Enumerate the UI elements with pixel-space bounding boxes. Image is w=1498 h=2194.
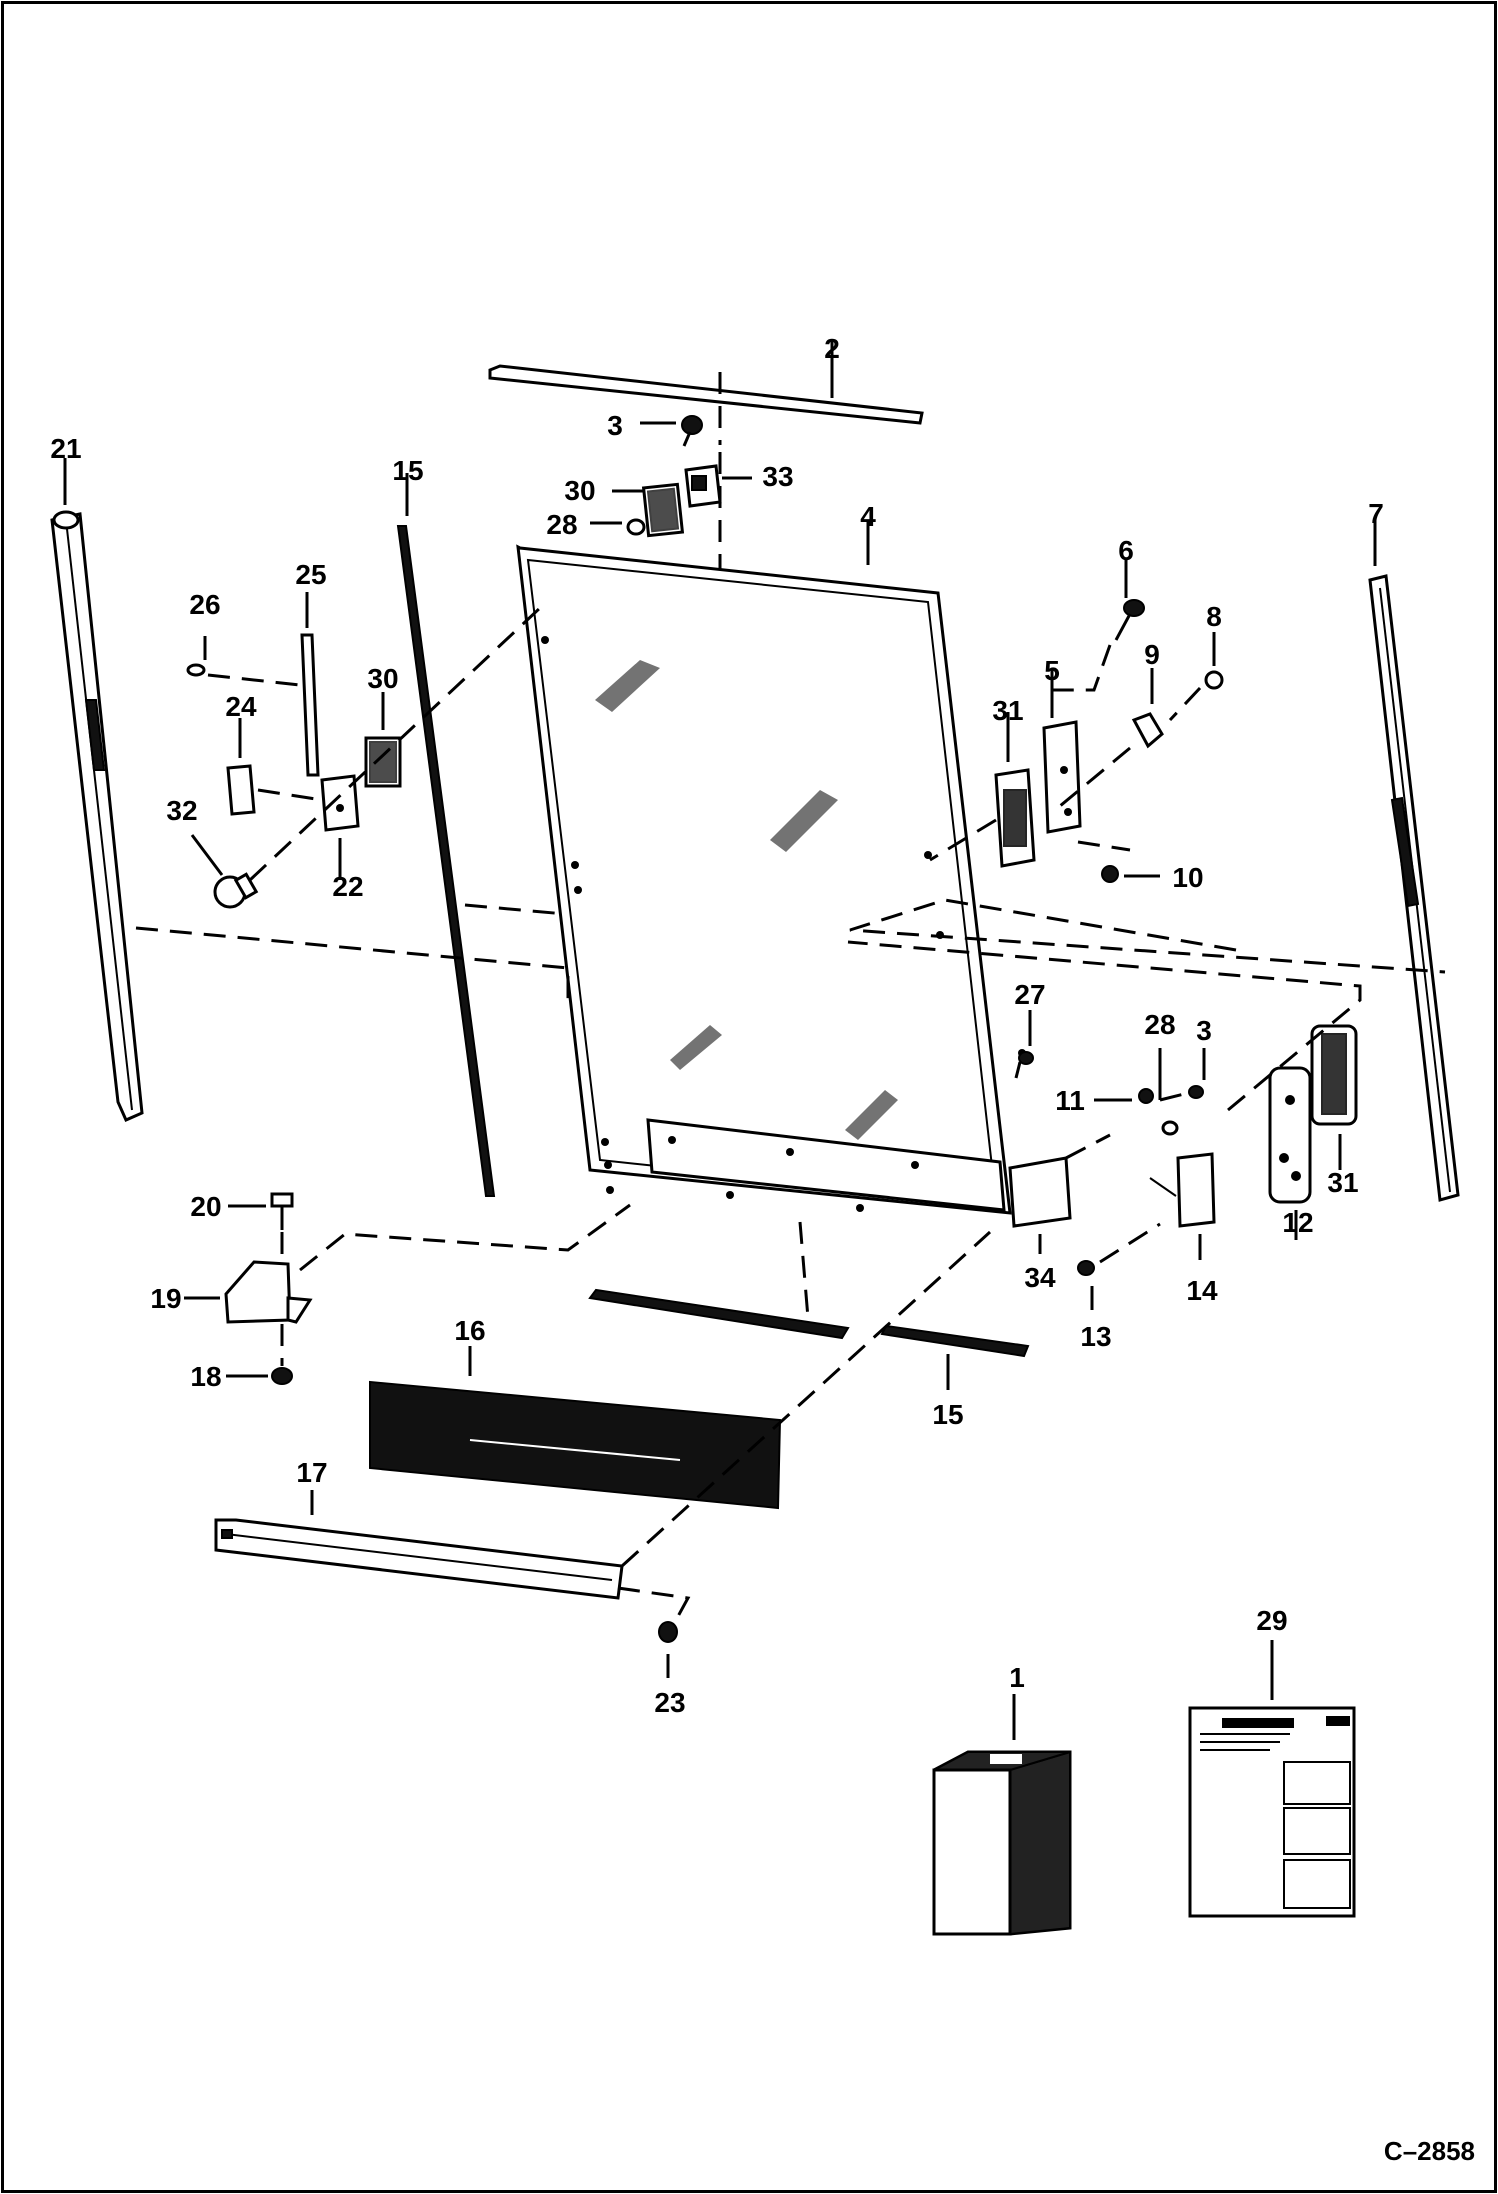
part-lower-bolt (1188, 1048, 1206, 1099)
part-left-seal-strip (396, 473, 496, 1197)
part-upper-right-hinge-leaf (1042, 668, 1082, 834)
callout-19: 19 (150, 1283, 181, 1314)
callout-11: 11 (1055, 1085, 1085, 1116)
callout-25: 25 (295, 559, 326, 590)
part-bottom-panel (369, 1346, 782, 1510)
callout-17: 17 (296, 1457, 327, 1488)
part-lower-right-latch-block (1310, 1024, 1358, 1170)
callout-2: 2 (824, 333, 840, 364)
callout-18: 18 (190, 1361, 221, 1392)
part-lower-right-hinge-plate (1268, 1066, 1312, 1240)
callout-12: 12 (1282, 1207, 1313, 1238)
callout-15-left: 15 (392, 455, 423, 486)
part-left-hinge-leaf (320, 774, 360, 880)
part-top-washer (590, 518, 646, 536)
part-lower-spacer (1008, 1156, 1072, 1254)
callout-31-lower: 31 (1327, 1167, 1358, 1198)
part-left-hinge-pin (300, 592, 320, 777)
part-bottom-bolt (228, 1192, 294, 1230)
callout-16: 16 (454, 1315, 485, 1346)
callout-22: 22 (332, 871, 363, 902)
part-bottom-seal-strip-right (880, 1324, 1030, 1390)
callout-33: 33 (762, 461, 793, 492)
part-right-frame-rail (1368, 520, 1460, 1202)
part-lower-bracket-screw (1077, 1260, 1095, 1310)
part-lower-washer-a (1094, 1088, 1201, 1104)
dash-bottom-rail (617, 1230, 992, 1621)
callout-30-top: 30 (564, 475, 595, 506)
part-left-frame-rail (50, 458, 144, 1122)
part-upper-right-bolt (1050, 560, 1145, 718)
part-bottom-nut (226, 1367, 293, 1385)
callout-3-lower: 3 (1196, 1015, 1212, 1046)
callout-1: 1 (1009, 1662, 1025, 1693)
part-door-lower-bar (646, 1118, 1006, 1212)
callout-21: 21 (50, 433, 81, 464)
callout-13: 13 (1080, 1321, 1111, 1352)
part-bottom-bracket (184, 1260, 313, 1324)
callout-24: 24 (225, 691, 257, 722)
part-bottom-rail-nut (658, 1621, 678, 1678)
part-lower-hinge-bracket (1149, 1152, 1216, 1260)
dash-left-mid (135, 926, 570, 1000)
part-lower-washer-b (1158, 1048, 1179, 1136)
dash-left-seal (464, 903, 566, 916)
part-door-glass (516, 522, 1026, 1215)
part-cotter-pin (186, 636, 301, 687)
part-upper-right-nut (1204, 632, 1224, 690)
part-top-bolt (640, 415, 703, 447)
part-knob (190, 834, 259, 909)
part-top-rail (488, 340, 924, 425)
callout-15-bottom: 15 (932, 1399, 963, 1430)
callout-14: 14 (1186, 1275, 1218, 1306)
callout-28-top: 28 (546, 509, 577, 540)
drawing-code: C–2858 (1384, 2136, 1475, 2166)
callout-34: 34 (1024, 1262, 1056, 1293)
callout-28-lower: 28 (1144, 1009, 1175, 1040)
part-lower-screw (1014, 1010, 1034, 1079)
part-upper-right-cam (1059, 668, 1202, 808)
part-upper-right-latch-block (929, 712, 1036, 868)
callout-31-upper: 31 (992, 695, 1023, 726)
part-kit-box (932, 1694, 1072, 1936)
dash-right-mid (849, 898, 1446, 974)
callout-4: 4 (860, 501, 876, 532)
part-left-hinge-plate (364, 692, 402, 788)
part-upper-right-washer (1077, 840, 1160, 883)
callout-29: 29 (1256, 1605, 1287, 1636)
callout-27: 27 (1014, 979, 1045, 1010)
callout-5: 5 (1044, 655, 1060, 686)
callout-9: 9 (1144, 639, 1160, 670)
callout-8: 8 (1206, 601, 1222, 632)
dash-bottom-seal (798, 1221, 810, 1319)
callout-23: 23 (654, 1687, 685, 1718)
callout-6: 6 (1118, 535, 1134, 566)
part-bottom-seal-strip-left (588, 1288, 850, 1340)
part-decal-sheet (1188, 1640, 1356, 1918)
callout-3-top: 3 (607, 410, 623, 441)
callout-7: 7 (1368, 498, 1384, 529)
callout-10: 10 (1172, 862, 1203, 893)
part-top-hinge-plate (612, 482, 685, 538)
callout-32: 32 (166, 795, 197, 826)
callout-labels: 1 2 3 3 4 5 6 7 8 9 10 11 12 13 14 15 15… (50, 333, 1383, 1718)
dash-bottom-left (280, 1203, 631, 1366)
part-bottom-rail (214, 1490, 624, 1600)
callout-26: 26 (189, 589, 220, 620)
callout-30-left: 30 (367, 663, 398, 694)
callout-20: 20 (190, 1191, 221, 1222)
part-hinge-clip (226, 718, 323, 816)
dash-lower-right (847, 940, 1362, 1264)
